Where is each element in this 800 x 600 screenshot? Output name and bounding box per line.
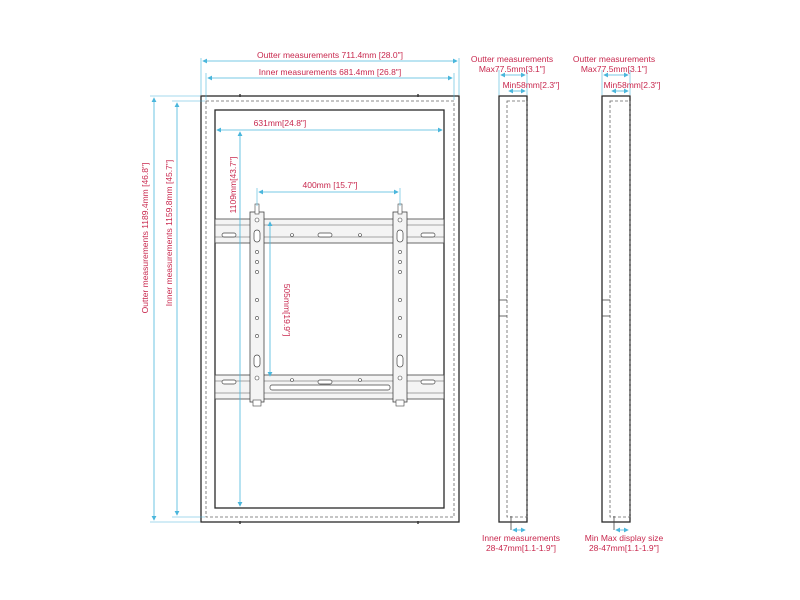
inner-height-label: Inner measurements 1159.8mm [45.7"] — [164, 160, 174, 307]
side-left-bottom-label-2: 28-47mm[1.1-1.9"] — [486, 543, 556, 553]
vesa-horizontal-label: 400mm [15.7"] — [303, 180, 358, 190]
inner-dashed-outline — [205, 100, 455, 518]
vertical-opening-label: 1109mm[43.7"] — [228, 157, 238, 214]
inner-frame — [214, 109, 445, 509]
outer-width-label: Outter measurements 711.4mm [28.0"] — [257, 50, 403, 60]
front-view: Outter measurements 711.4mm [28.0"] Inne… — [140, 50, 460, 524]
side-view-right: Outter measurements Max77.5mm[3.1"] Min5… — [573, 54, 664, 553]
side-right-top-label-1: Outter measurements — [573, 54, 655, 64]
side-view-left: Outter measurements Max77.5mm[3.1"] Min5… — [471, 54, 560, 553]
vesa-vertical-label: 505mm[19.9"] — [282, 284, 292, 337]
left-bracket — [249, 203, 265, 407]
side-right-top-label-3: Min58mm[2.3"] — [604, 80, 661, 90]
side-right-bottom-label-1: Min Max display size — [585, 533, 664, 543]
inner-width-label: Inner measurements 681.4mm [26.8"] — [259, 67, 401, 77]
side-frame-right — [601, 95, 631, 523]
side-dashed-left — [506, 100, 528, 518]
side-left-top-label-3: Min58mm[2.3"] — [503, 80, 560, 90]
side-left-bottom-label-1: Inner measurements — [482, 533, 560, 543]
top-rail — [214, 218, 445, 244]
opening-width-label: 631mm[24.8"] — [254, 118, 307, 128]
side-dashed-right — [609, 100, 631, 518]
right-bracket — [392, 203, 408, 407]
side-right-bottom-label-2: 28-47mm[1.1-1.9"] — [589, 543, 659, 553]
side-left-top-label-1: Outter measurements — [471, 54, 553, 64]
side-right-top-label-2: Max77.5mm[3.1"] — [581, 64, 647, 74]
side-left-top-label-2: Max77.5mm[3.1"] — [479, 64, 545, 74]
bottom-rail — [214, 374, 445, 400]
outer-height-label: Outter measurements 1189.4mm [46.8"] — [140, 163, 150, 314]
side-frame-left — [498, 95, 528, 523]
outer-frame — [200, 95, 460, 523]
